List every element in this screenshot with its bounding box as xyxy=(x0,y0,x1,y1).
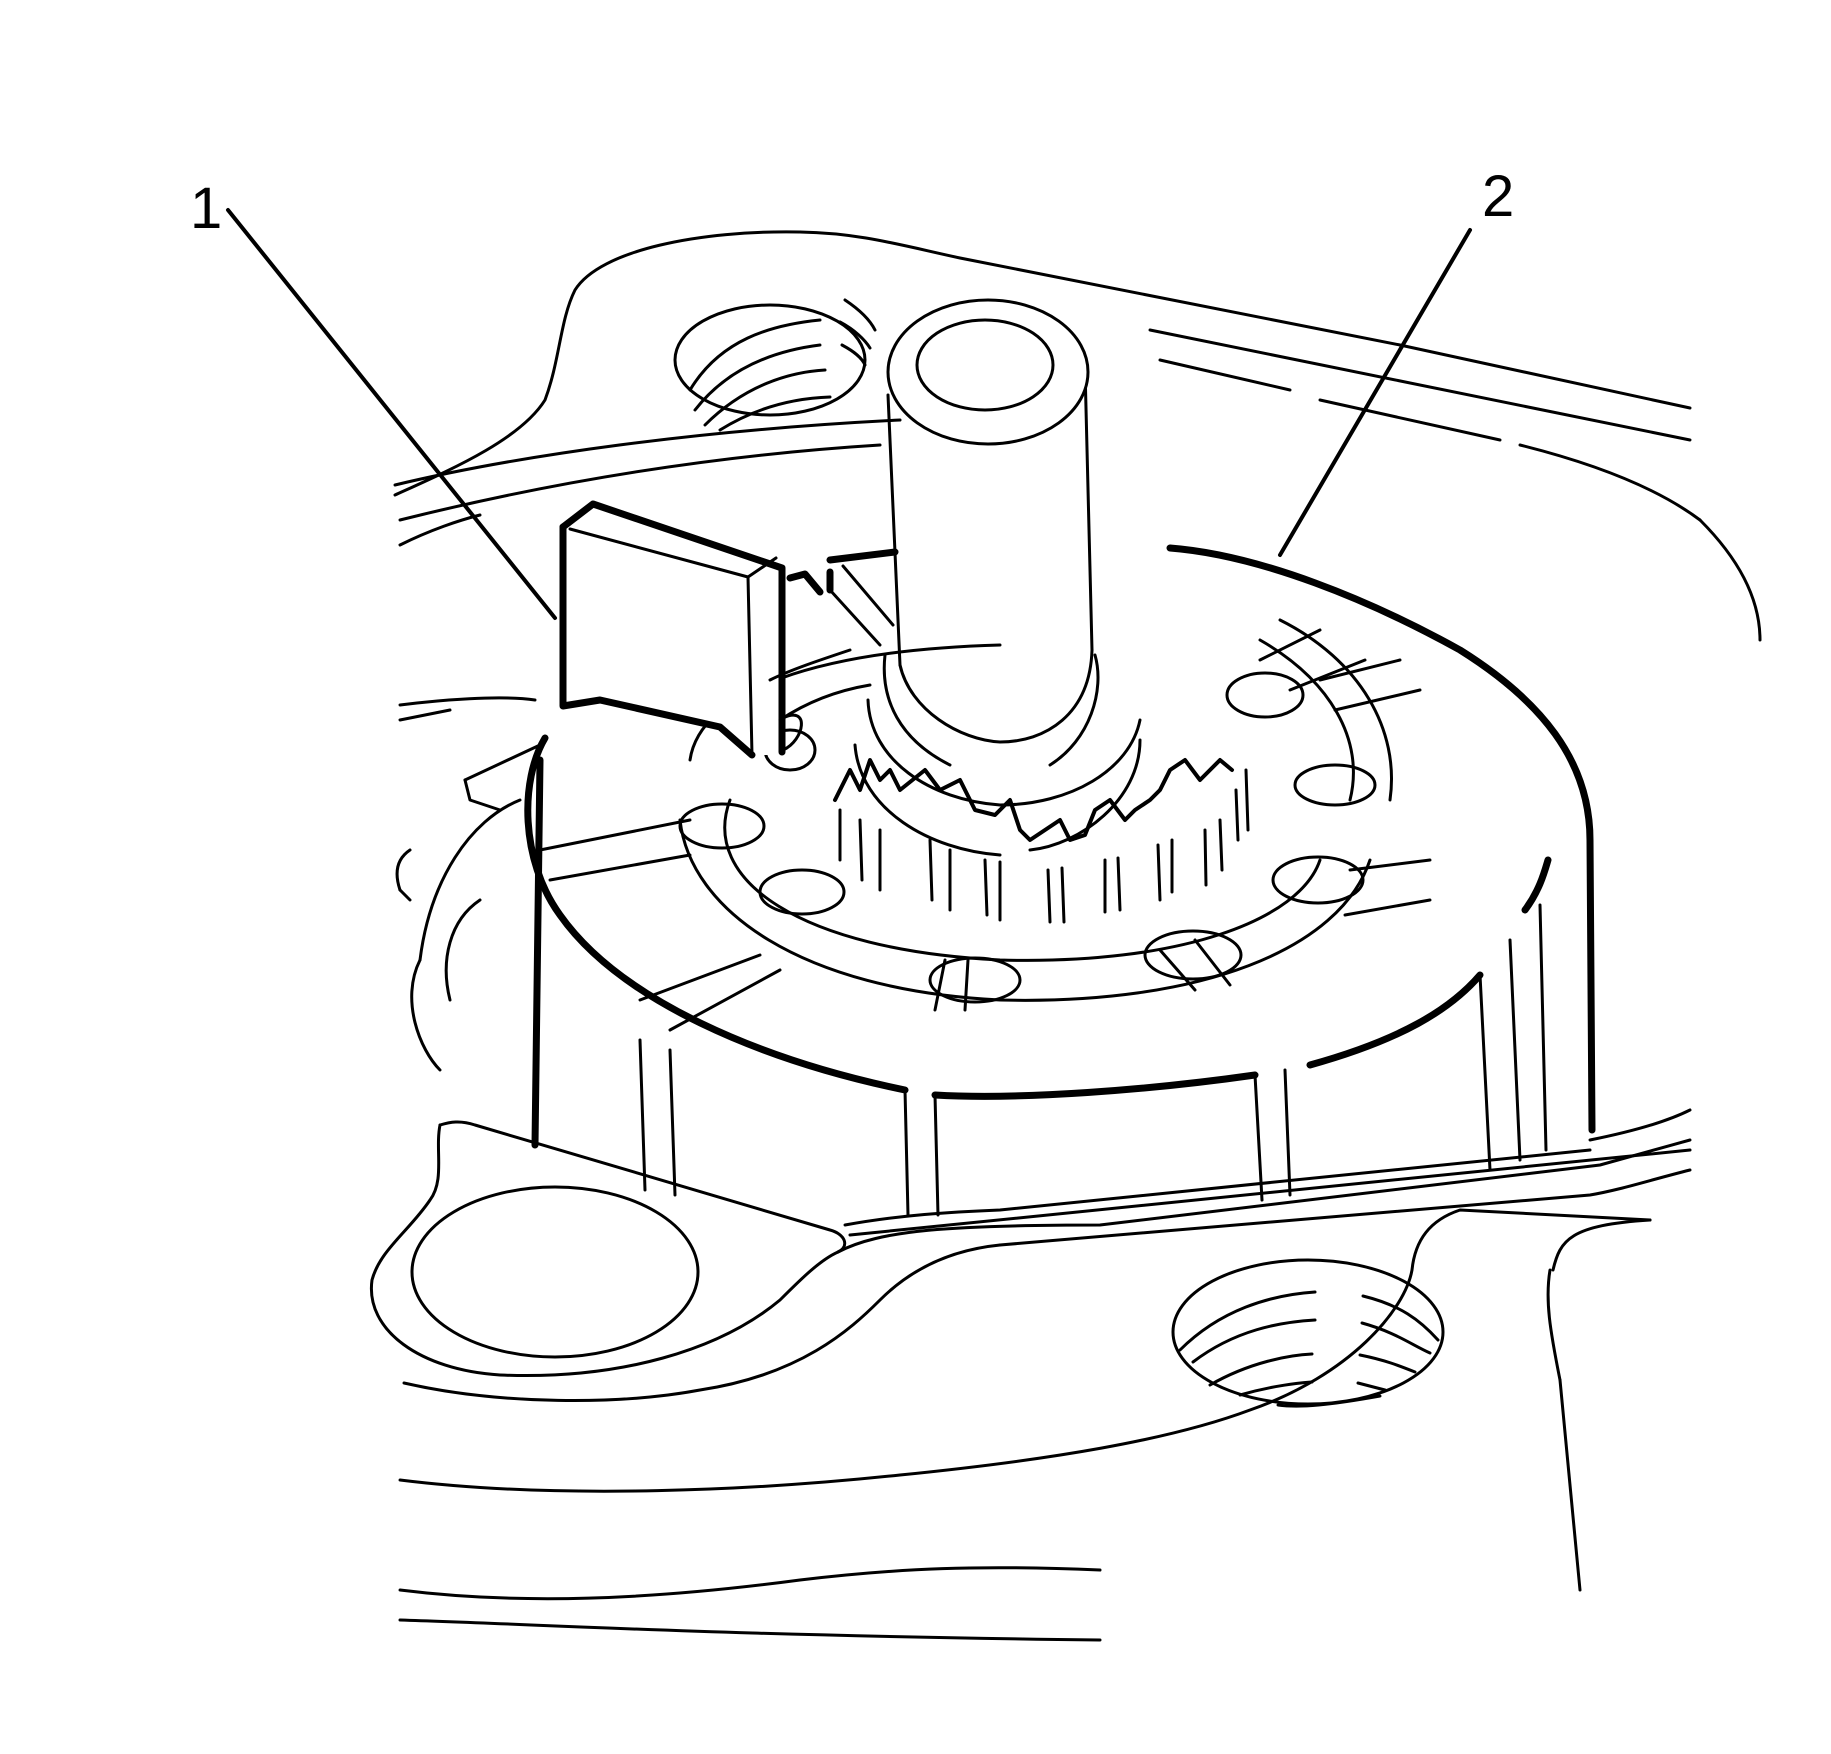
threaded-hole-top xyxy=(673,298,877,432)
housing-lower-body xyxy=(398,1208,1652,1642)
spline-teeth xyxy=(833,758,1250,924)
housing-left-ledge xyxy=(395,696,542,1072)
threaded-hole-bottom xyxy=(1171,1258,1445,1408)
rotor-body xyxy=(524,544,1596,1217)
tab-tool xyxy=(559,500,899,759)
callout-leaders xyxy=(226,208,1472,620)
center-shaft xyxy=(853,298,1142,857)
housing-flange-bottom xyxy=(369,1108,1692,1402)
leader-line-1 xyxy=(226,208,557,620)
leader-line-2 xyxy=(1278,228,1472,557)
callout-label-2: 2 xyxy=(1482,164,1515,229)
callout-label-1: 1 xyxy=(190,176,223,241)
